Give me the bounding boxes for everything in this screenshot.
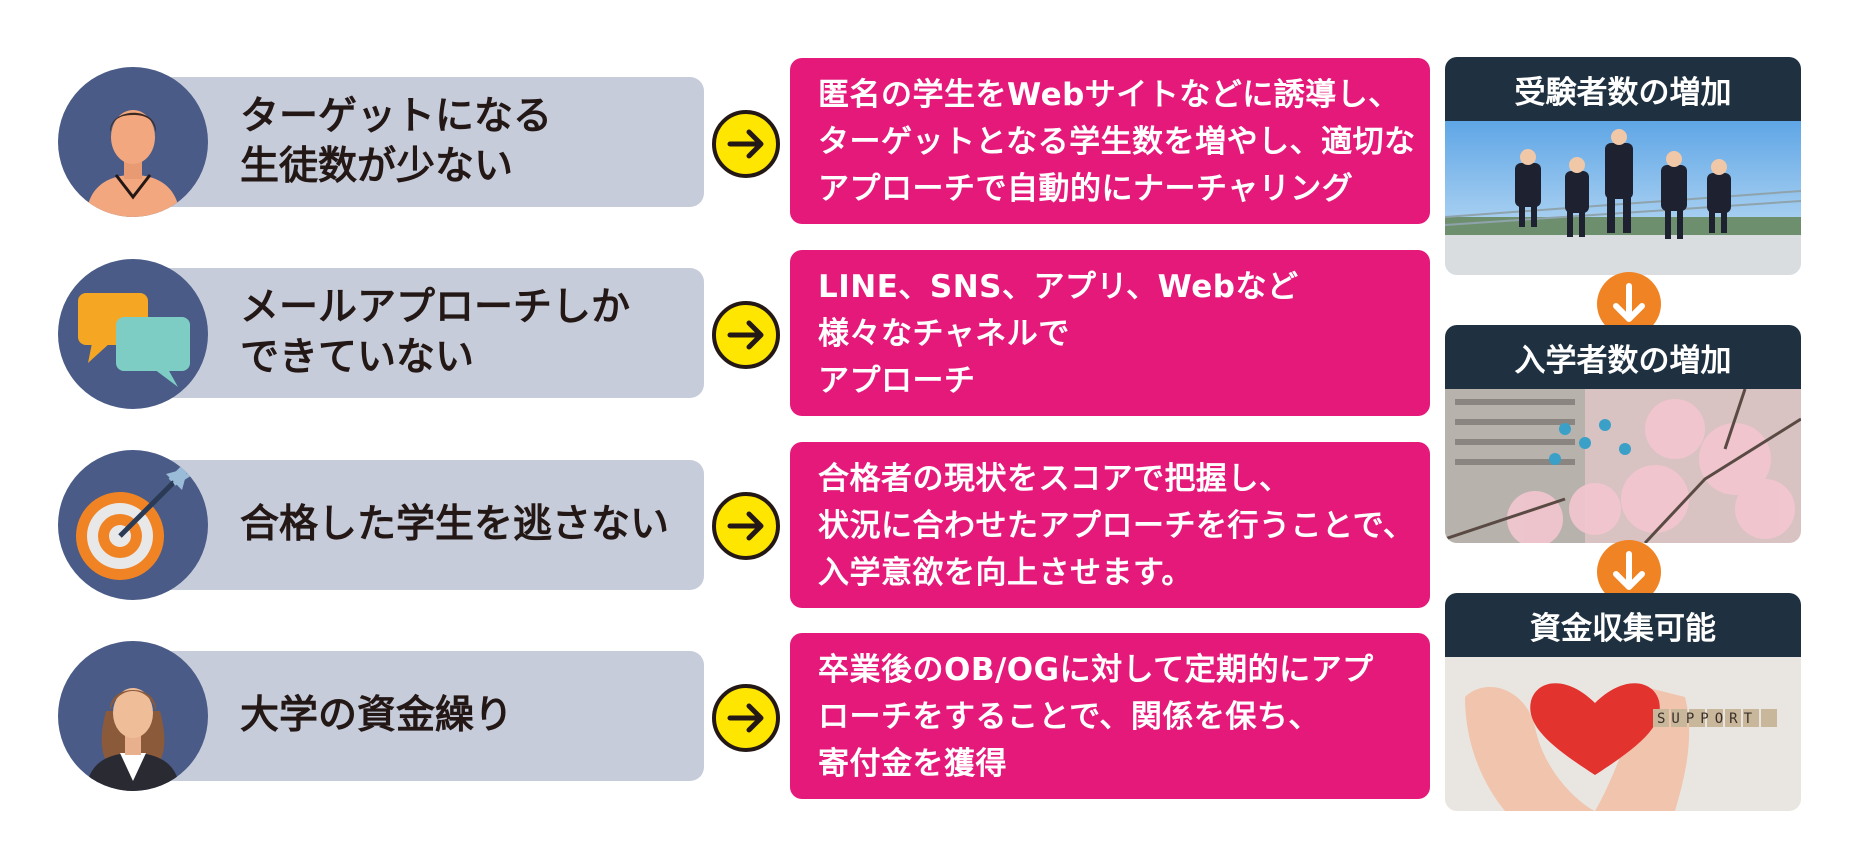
student-male-icon [58, 67, 208, 217]
problem-label: 合格した学生を逃さない [240, 502, 670, 547]
cherry-blossom-ceremony-photo [1445, 389, 1801, 543]
problem-pill [110, 77, 704, 207]
problem-pill [110, 460, 704, 590]
solution-box: 合格者の現状をスコアで把握し、 状況に合わせたアプローチを行うことで、 入学意欲… [790, 442, 1430, 608]
problem-pill [110, 651, 704, 781]
right-arrow-icon [712, 492, 780, 560]
result-card: 入学者数の増加 [1445, 325, 1801, 543]
result-title: 入学者数の増加 [1445, 325, 1801, 389]
result-title: 資金収集可能 [1445, 593, 1801, 657]
problem-label: ターゲットになる 生徒数が少ない [240, 94, 553, 189]
result-card: 資金収集可能 SUPPORT [1445, 593, 1801, 811]
hands-holding-heart-photo: SUPPORT [1445, 657, 1801, 811]
result-title: 受験者数の増加 [1445, 57, 1801, 121]
solution-box: 卒業後のOB/OGに対して定期的にアプ ローチをすることで、関係を保ち、 寄付金… [790, 633, 1430, 799]
solution-box: 匿名の学生をWebサイトなどに誘導し、 ターゲットとなる学生数を増やし、適切な … [790, 58, 1430, 224]
solution-box: LINE、SNS、アプリ、Webなど 様々なチャネルで アプローチ [790, 250, 1430, 416]
problem-pill [110, 268, 704, 398]
problem-label: メールアプローチしか できていない [240, 285, 631, 380]
right-arrow-icon [712, 301, 780, 369]
right-arrow-icon [712, 684, 780, 752]
right-arrow-icon [712, 110, 780, 178]
students-jumping-photo [1445, 121, 1801, 275]
problem-label: 大学の資金繰り [240, 693, 514, 738]
target-arrow-icon [58, 450, 208, 600]
businesswoman-icon [58, 641, 208, 791]
result-card: 受験者数の増加 [1445, 57, 1801, 275]
speech-bubbles-icon [58, 259, 208, 409]
support-blocks-text: SUPPORT [1657, 711, 1758, 727]
